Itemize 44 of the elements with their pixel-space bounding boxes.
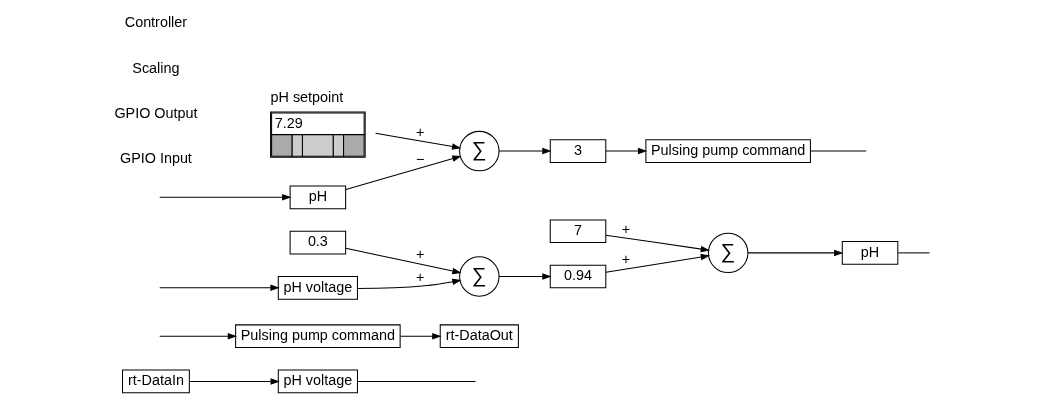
arrow [498,147,552,155]
node-box: pH [841,241,899,265]
label: GPIO Input [119,150,192,167]
arrow [375,132,462,150]
label: GPIO Output [114,104,198,121]
arrow [605,147,648,155]
node-box: rt-DataIn [122,369,190,394]
edge-label: − [415,150,425,167]
edge-label: + [621,220,631,237]
node-circle: ∑ [459,256,500,297]
arrow [498,273,552,280]
node-circle: ∑ [459,130,500,172]
node-box: pH voltage [277,276,358,300]
arrow [357,278,462,289]
node-box: pH [289,185,347,210]
node-label: pH setpoint [270,88,344,105]
node-box: 0.94 [549,264,607,289]
connector [897,252,931,254]
arrow [605,234,710,253]
arrow [399,332,442,340]
arrow [345,155,462,191]
label: Controller [124,14,188,31]
arrow [159,194,292,201]
arrow [605,253,710,273]
arrow [345,247,462,275]
node-box: rt-DataOut [439,324,519,348]
arrow [747,249,844,257]
node-box: 7 [549,219,607,244]
edge-label: + [621,251,631,268]
arrow [159,284,280,292]
node-box: pH voltage [277,369,358,394]
label: Scaling [132,59,180,76]
node-box: Pulsing pump command [645,139,811,163]
arrow [189,378,280,385]
node-box: 0.3 [289,230,347,255]
node-box: Pulsing pump command [235,324,401,348]
edge-label: + [415,246,425,263]
node-circle: ∑ [707,232,749,274]
edge-label: + [415,268,425,285]
connector [356,380,476,382]
arrow [159,332,238,340]
connector [810,150,867,152]
edge-label: + [415,123,425,140]
node-box: 3 [549,139,607,163]
